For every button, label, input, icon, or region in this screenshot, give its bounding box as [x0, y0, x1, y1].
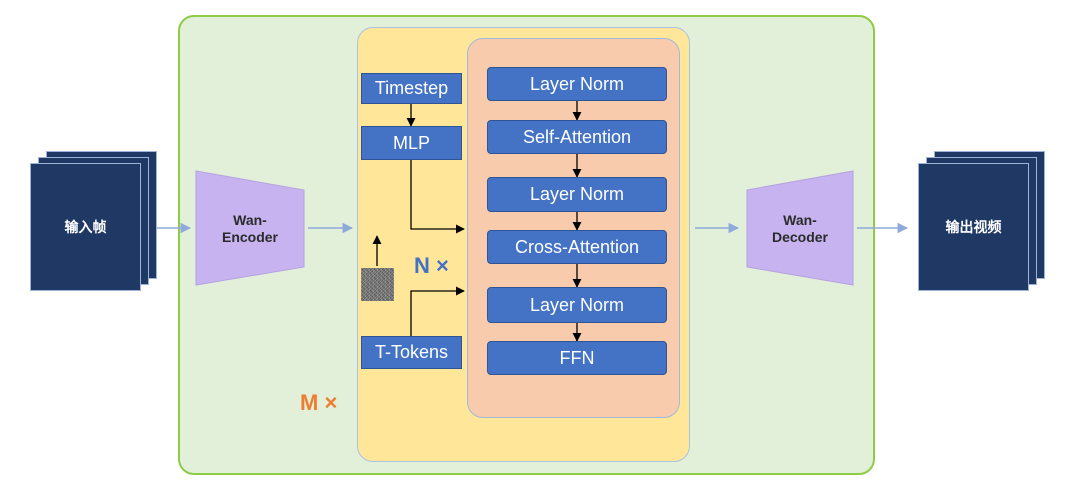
ffn-block: FFN: [487, 341, 667, 375]
self-attention-block: Self-Attention: [487, 120, 667, 154]
layer-norm-1: Layer Norm: [487, 67, 667, 101]
cross-attention-block: Cross-Attention: [487, 230, 667, 264]
noise-latent-icon: [361, 268, 394, 301]
m-times-label: M ×: [300, 390, 338, 415]
layer-norm-3: Layer Norm: [487, 287, 667, 323]
input-frames-label: 输入帧: [64, 219, 107, 235]
decoder: Wan- Decoder: [747, 190, 853, 267]
mlp-block: MLP: [361, 126, 462, 160]
encoder: Wan- Encoder: [196, 190, 304, 267]
timestep-block: Timestep: [361, 73, 462, 104]
n-times-label: N ×: [414, 253, 449, 278]
layer-norm-2: Layer Norm: [487, 177, 667, 212]
input-frames: 输入帧: [30, 163, 141, 291]
encoder-label-line2: Encoder: [221, 228, 278, 245]
t-tokens-block: T-Tokens: [361, 336, 462, 369]
output-video: 输出视频: [918, 163, 1029, 291]
arrow-mlp-to-block: [410, 160, 465, 234]
output-video-label: 输出视频: [945, 219, 1002, 235]
decoder-label-line2: Decoder: [771, 228, 829, 245]
encoder-label-line1: Wan-: [233, 211, 267, 228]
decoder-label-line1: Wan-: [783, 211, 817, 228]
arrow-ttokens-to-block: [410, 286, 465, 336]
decoder-shape: [746, 170, 854, 286]
encoder-shape: [195, 170, 305, 286]
